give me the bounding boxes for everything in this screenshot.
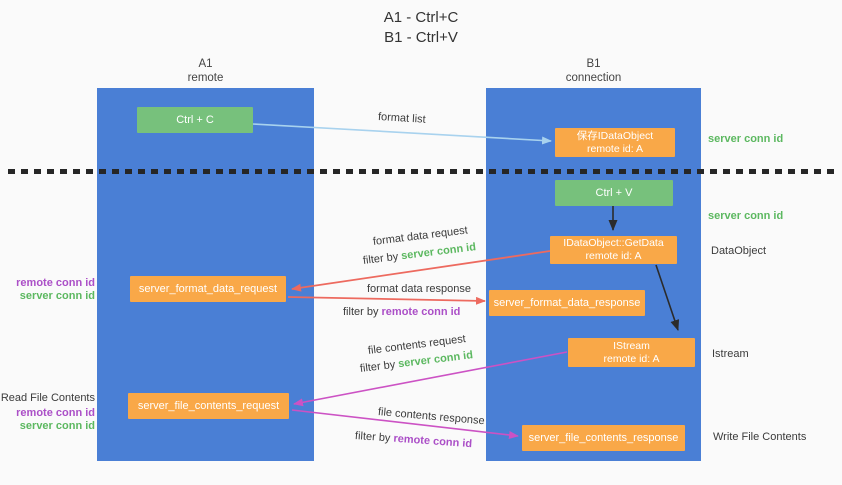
istream-line1: IStream xyxy=(613,339,650,352)
save-idataobject-line2: remote id: A xyxy=(586,142,644,155)
getdata-line2: remote id: A xyxy=(585,250,642,262)
ctrl-v-node: Ctrl + V xyxy=(555,180,673,206)
format-data-response-label: format data response xyxy=(367,283,471,295)
server-conn-id-annotation-top: server conn id xyxy=(708,133,784,145)
server-file-contents-response-label: server_file_contents_response xyxy=(528,431,679,444)
save-idataobject-line1: 保存IDataObject xyxy=(576,129,654,142)
ctrl-v-label: Ctrl + V xyxy=(595,186,633,199)
file-request-annotations: Read File Contents remote conn id server… xyxy=(0,392,95,433)
save-idataobject-node: 保存IDataObject remote id: A xyxy=(555,128,675,157)
istream-node: IStream remote id: A xyxy=(568,338,695,367)
getdata-node: IDataObject::GetData remote id: A xyxy=(550,236,677,264)
read-file-contents-annotation: Read File Contents xyxy=(0,392,95,404)
filter-by-text: filter by xyxy=(354,430,391,445)
title-line-1: A1 - Ctrl+C xyxy=(383,9,459,26)
format-list-label: format list xyxy=(377,111,426,126)
dataobject-annotation: DataObject xyxy=(711,245,767,257)
lifeline-a-name: remote xyxy=(187,72,224,84)
file-contents-response-filter-label: filter by remote conn id xyxy=(355,430,473,450)
format-data-response-filter-label: filter by remote conn id xyxy=(343,306,460,318)
server-conn-id-text: server conn id xyxy=(397,349,474,371)
diagram-title: A1 - Ctrl+C B1 - Ctrl+V xyxy=(0,8,842,48)
remote-conn-id-text: remote conn id xyxy=(381,306,461,318)
lifeline-a-header: A1 remote xyxy=(137,57,274,85)
server-conn-id-text: server conn id xyxy=(400,241,477,263)
title-line-2: B1 - Ctrl+V xyxy=(384,29,458,46)
server-conn-id-annotation: server conn id xyxy=(19,420,95,432)
remote-conn-id-text: remote conn id xyxy=(393,432,473,451)
server-format-data-response-label: server_format_data_response xyxy=(493,296,641,309)
ctrl-c-node: Ctrl + C xyxy=(137,107,253,133)
server-conn-id-annotation: server conn id xyxy=(19,290,95,302)
server-format-data-request-node: server_format_data_request xyxy=(130,276,286,302)
lifeline-b-header: B1 connection xyxy=(525,57,662,85)
getdata-line1: IDataObject::GetData xyxy=(563,237,664,249)
lifeline-a-id: A1 xyxy=(198,58,213,70)
remote-conn-id-annotation: remote conn id xyxy=(16,277,95,289)
phase-divider-dotted-line xyxy=(8,169,836,174)
server-conn-id-annotation-mid: server conn id xyxy=(708,210,784,222)
write-file-contents-annotation: Write File Contents xyxy=(713,431,807,443)
lifeline-b-name: connection xyxy=(565,72,622,84)
server-file-contents-response-node: server_file_contents_response xyxy=(522,425,685,451)
file-contents-response-label: file contents response xyxy=(377,406,486,428)
ctrl-c-label: Ctrl + C xyxy=(176,113,214,126)
lifeline-b-id: B1 xyxy=(586,58,601,70)
server-format-data-request-label: server_format_data_request xyxy=(138,282,278,295)
istream-annotation: Istream xyxy=(712,348,749,360)
server-file-contents-request-node: server_file_contents_request xyxy=(128,393,289,419)
filter-by-text: filter by xyxy=(362,250,399,267)
remote-conn-id-annotation: remote conn id xyxy=(16,407,95,419)
istream-line2: remote id: A xyxy=(603,352,660,365)
server-format-data-response-node: server_format_data_response xyxy=(489,290,645,316)
filter-by-text: filter by xyxy=(359,358,396,375)
format-data-response-arrow xyxy=(287,296,486,305)
server-file-contents-request-label: server_file_contents_request xyxy=(137,399,280,412)
format-request-conn-id-annotations: remote conn id server conn id xyxy=(0,277,95,303)
filter-by-text: filter by xyxy=(343,306,379,318)
